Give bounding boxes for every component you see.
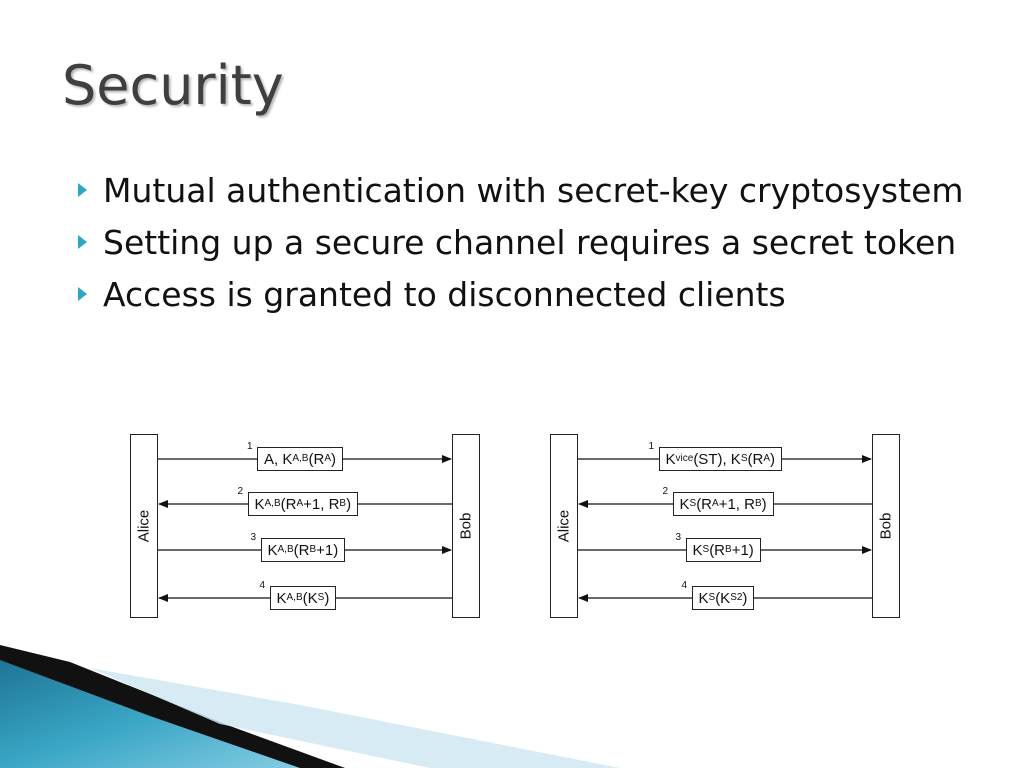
bullet-arrow-icon bbox=[78, 183, 87, 197]
swoosh-dark-stripe bbox=[0, 645, 345, 768]
bullet-item: Mutual authentication with secret-key cr… bbox=[76, 168, 976, 213]
step-number: 4 bbox=[681, 580, 688, 591]
party-label: Alice bbox=[555, 509, 573, 543]
swoosh-blue-band bbox=[0, 647, 345, 768]
bullet-text: Mutual authentication with secret-key cr… bbox=[103, 171, 964, 210]
bullet-item: Access is granted to disconnected client… bbox=[76, 272, 976, 317]
step-number: 3 bbox=[250, 532, 257, 543]
step-number: 4 bbox=[259, 580, 266, 591]
step-number: 2 bbox=[662, 486, 669, 497]
party-label: Alice bbox=[135, 509, 153, 543]
alice-lifeline: Alice bbox=[130, 434, 158, 618]
step-number: 3 bbox=[675, 532, 682, 543]
bob-lifeline: Bob bbox=[452, 434, 480, 618]
bullet-text: Setting up a secure channel requires a s… bbox=[103, 223, 957, 262]
bob-lifeline: Bob bbox=[872, 434, 900, 618]
bullet-item: Setting up a secure channel requires a s… bbox=[76, 220, 976, 265]
bullet-list: Mutual authentication with secret-key cr… bbox=[76, 168, 976, 324]
step-number: 1 bbox=[247, 441, 253, 452]
bullet-text: Access is granted to disconnected client… bbox=[103, 275, 786, 314]
step-number: 2 bbox=[237, 486, 244, 497]
party-label: Bob bbox=[457, 512, 475, 540]
party-label: Bob bbox=[877, 512, 895, 540]
alice-lifeline: Alice bbox=[550, 434, 578, 618]
slide-title: Security bbox=[62, 54, 284, 117]
bullet-arrow-icon bbox=[78, 287, 87, 301]
step-number: 1 bbox=[648, 441, 655, 452]
bullet-arrow-icon bbox=[78, 235, 87, 249]
swoosh-light-band bbox=[90, 668, 620, 768]
